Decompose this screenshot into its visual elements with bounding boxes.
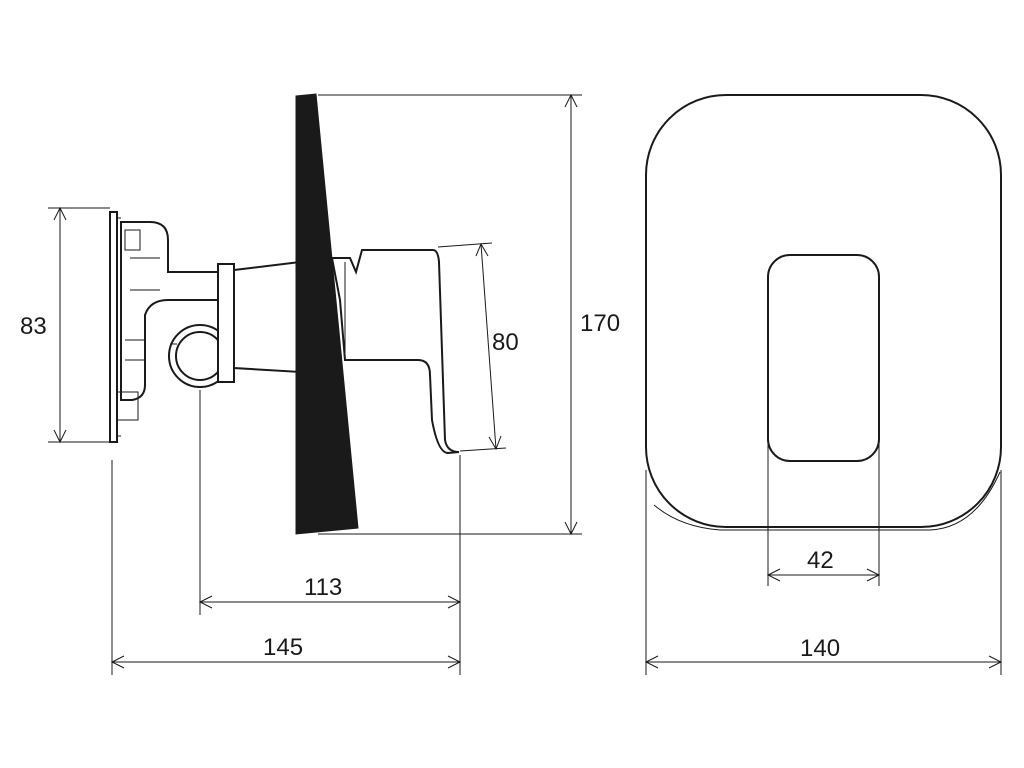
wall-flange [109, 211, 121, 443]
label-total-height: 170 [580, 310, 620, 337]
dimension-lines [48, 93, 1003, 675]
dim-cover-width [644, 470, 1003, 675]
lever-handle [330, 249, 460, 455]
dim-opening-width [766, 440, 881, 586]
label-flange-height: 83 [20, 313, 47, 340]
side-view [109, 93, 460, 535]
label-total-depth: 145 [263, 634, 303, 661]
front-view [645, 94, 1002, 531]
dim-total-height [318, 93, 582, 536]
dim-flange-height [48, 206, 110, 444]
label-depth-handle: 113 [304, 574, 342, 601]
cover-plate-profile [295, 93, 359, 535]
dimension-labels: 83 80 170 113 145 42 140 [20, 310, 840, 662]
label-cover-width: 140 [800, 635, 840, 662]
cover-plate-front [645, 94, 1002, 528]
dim-total-depth [110, 460, 462, 675]
dim-lever-height [437, 242, 507, 452]
valve-body [118, 221, 219, 421]
cartridge-stem [217, 260, 301, 383]
dim-depth-handle [198, 390, 462, 675]
handle-front [767, 254, 880, 462]
label-lever-height: 80 [492, 329, 519, 356]
label-opening-width: 42 [807, 547, 834, 574]
